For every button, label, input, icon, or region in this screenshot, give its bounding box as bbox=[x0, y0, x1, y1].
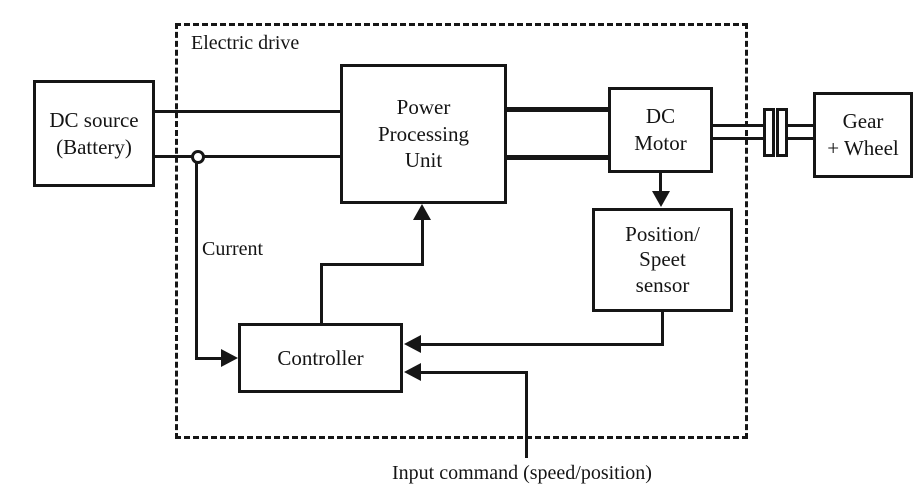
wire-sensor-feedback-vertical bbox=[661, 312, 664, 346]
electric-drive-enclosure bbox=[175, 23, 748, 439]
controller-label: Controller bbox=[277, 345, 364, 370]
dc-motor-label-line2: Motor bbox=[634, 131, 687, 155]
sensor-label-line2: Speet bbox=[639, 247, 686, 272]
current-label: Current bbox=[202, 238, 264, 260]
wire-supply-upper bbox=[155, 110, 340, 113]
wire-motor-to-sensor bbox=[659, 173, 662, 193]
shaft-gear-upper bbox=[788, 124, 813, 127]
input-command-arrowhead-icon bbox=[404, 363, 421, 381]
gear-wheel-label-line2: + Wheel bbox=[827, 136, 899, 160]
wire-current-horizontal bbox=[195, 357, 222, 360]
dc-source-label-line2: (Battery) bbox=[56, 134, 132, 159]
current-arrowhead-icon bbox=[221, 349, 238, 367]
wire-controller-to-ppu-vertical2 bbox=[421, 218, 424, 266]
sensor-label-line1: Position/ bbox=[625, 221, 700, 246]
dc-motor-box: DC Motor bbox=[608, 87, 713, 173]
gear-wheel-box: Gear + Wheel bbox=[813, 92, 913, 178]
wire-input-command-horizontal bbox=[418, 371, 528, 374]
shaft-motor-lower bbox=[713, 137, 763, 140]
shaft-motor-upper bbox=[713, 124, 763, 127]
sensor-feedback-arrowhead-icon bbox=[404, 335, 421, 353]
dc-source-box: DC source (Battery) bbox=[33, 80, 155, 187]
controller-to-ppu-arrowhead-icon bbox=[413, 204, 431, 220]
power-processing-unit-box: Power Processing Unit bbox=[340, 64, 507, 204]
motor-to-sensor-arrowhead-icon bbox=[652, 191, 670, 207]
sensor-label-line3: sensor bbox=[635, 272, 690, 297]
wire-input-command-vertical bbox=[525, 373, 528, 458]
wire-current-vertical bbox=[195, 157, 198, 360]
position-speed-sensor-box: Position/ Speet sensor bbox=[592, 208, 733, 312]
ppu-label-line2: Processing bbox=[378, 121, 469, 146]
dc-source-label-line1: DC source bbox=[49, 107, 139, 132]
shaft-coupling-right-bar bbox=[776, 108, 788, 157]
shaft-gear-lower bbox=[788, 137, 813, 140]
gear-wheel-label-line1: Gear bbox=[842, 109, 884, 134]
wire-power-upper bbox=[505, 107, 608, 112]
wire-supply-lower bbox=[155, 155, 340, 158]
wire-controller-to-ppu-vertical1 bbox=[320, 263, 323, 323]
current-tap-node bbox=[191, 150, 205, 164]
dc-motor-label-line1: DC bbox=[645, 104, 676, 129]
ppu-label-line1: Power bbox=[396, 94, 451, 119]
shaft-coupling-left-bar bbox=[763, 108, 775, 157]
wire-controller-to-ppu-horizontal bbox=[320, 263, 424, 266]
ppu-label-line3: Unit bbox=[404, 148, 443, 173]
wire-power-lower bbox=[505, 155, 608, 160]
enclosure-label: Electric drive bbox=[191, 32, 300, 54]
input-command-label: Input command (speed/position) bbox=[392, 462, 652, 484]
wire-sensor-feedback-horizontal bbox=[418, 343, 664, 346]
controller-box: Controller bbox=[238, 323, 403, 393]
